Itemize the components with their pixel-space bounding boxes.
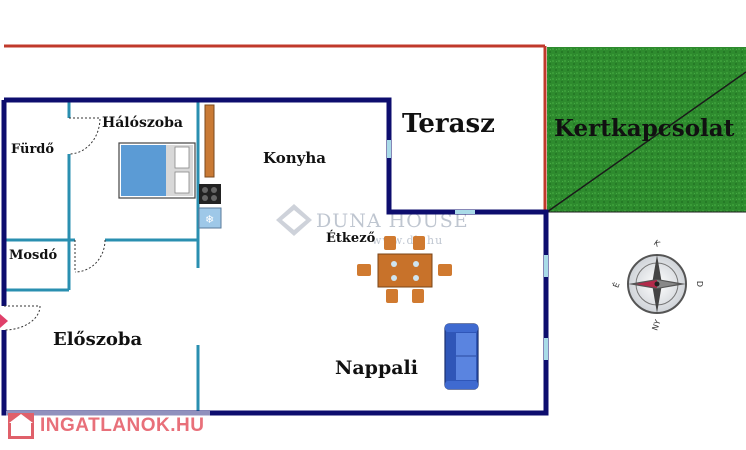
room-label-nappali: Nappali — [335, 357, 418, 379]
room-label-etkezo: Étkező — [326, 230, 376, 246]
badge-text: INGATLANOK.HU — [40, 415, 205, 436]
ingatlanok-badge: INGATLANOK.HU — [6, 411, 210, 441]
compass-west: É — [609, 281, 621, 290]
compass-north: K — [652, 238, 662, 249]
exterior-walls — [1, 97, 549, 416]
partition-walls — [4, 100, 200, 412]
room-label-mosdo: Mosdó — [9, 248, 57, 263]
room-label-konyha: Konyha — [263, 149, 326, 167]
room-label-furdo: Fürdő — [11, 142, 54, 157]
watermark-url: www.dh.hu — [372, 234, 443, 247]
watermark-brand: DUNA HOUSE — [316, 210, 469, 232]
room-label-kert: Kertkapcsolat — [554, 115, 735, 142]
kitchen-counter: ❄ — [198, 104, 222, 229]
svg-text:❄: ❄ — [205, 213, 214, 226]
entrance-arrow-icon — [0, 314, 8, 328]
room-label-halo: Hálószoba — [102, 115, 183, 131]
bed-icon — [118, 142, 196, 199]
dining-table-icon — [357, 236, 452, 303]
sofa-icon — [444, 323, 479, 390]
compass-south: NY — [650, 318, 662, 331]
compass-icon: K D NY É — [609, 238, 704, 332]
room-label-terasz: Terasz — [402, 109, 495, 139]
windows — [387, 140, 548, 360]
stove-icon — [199, 184, 221, 204]
room-label-eloszoba: Előszoba — [53, 329, 143, 350]
door-swings — [3, 117, 106, 331]
garden-area: Kertkapcsolat — [546, 47, 746, 213]
fridge-icon — [198, 207, 222, 229]
compass-east: D — [695, 281, 704, 287]
house-icon — [8, 413, 34, 439]
